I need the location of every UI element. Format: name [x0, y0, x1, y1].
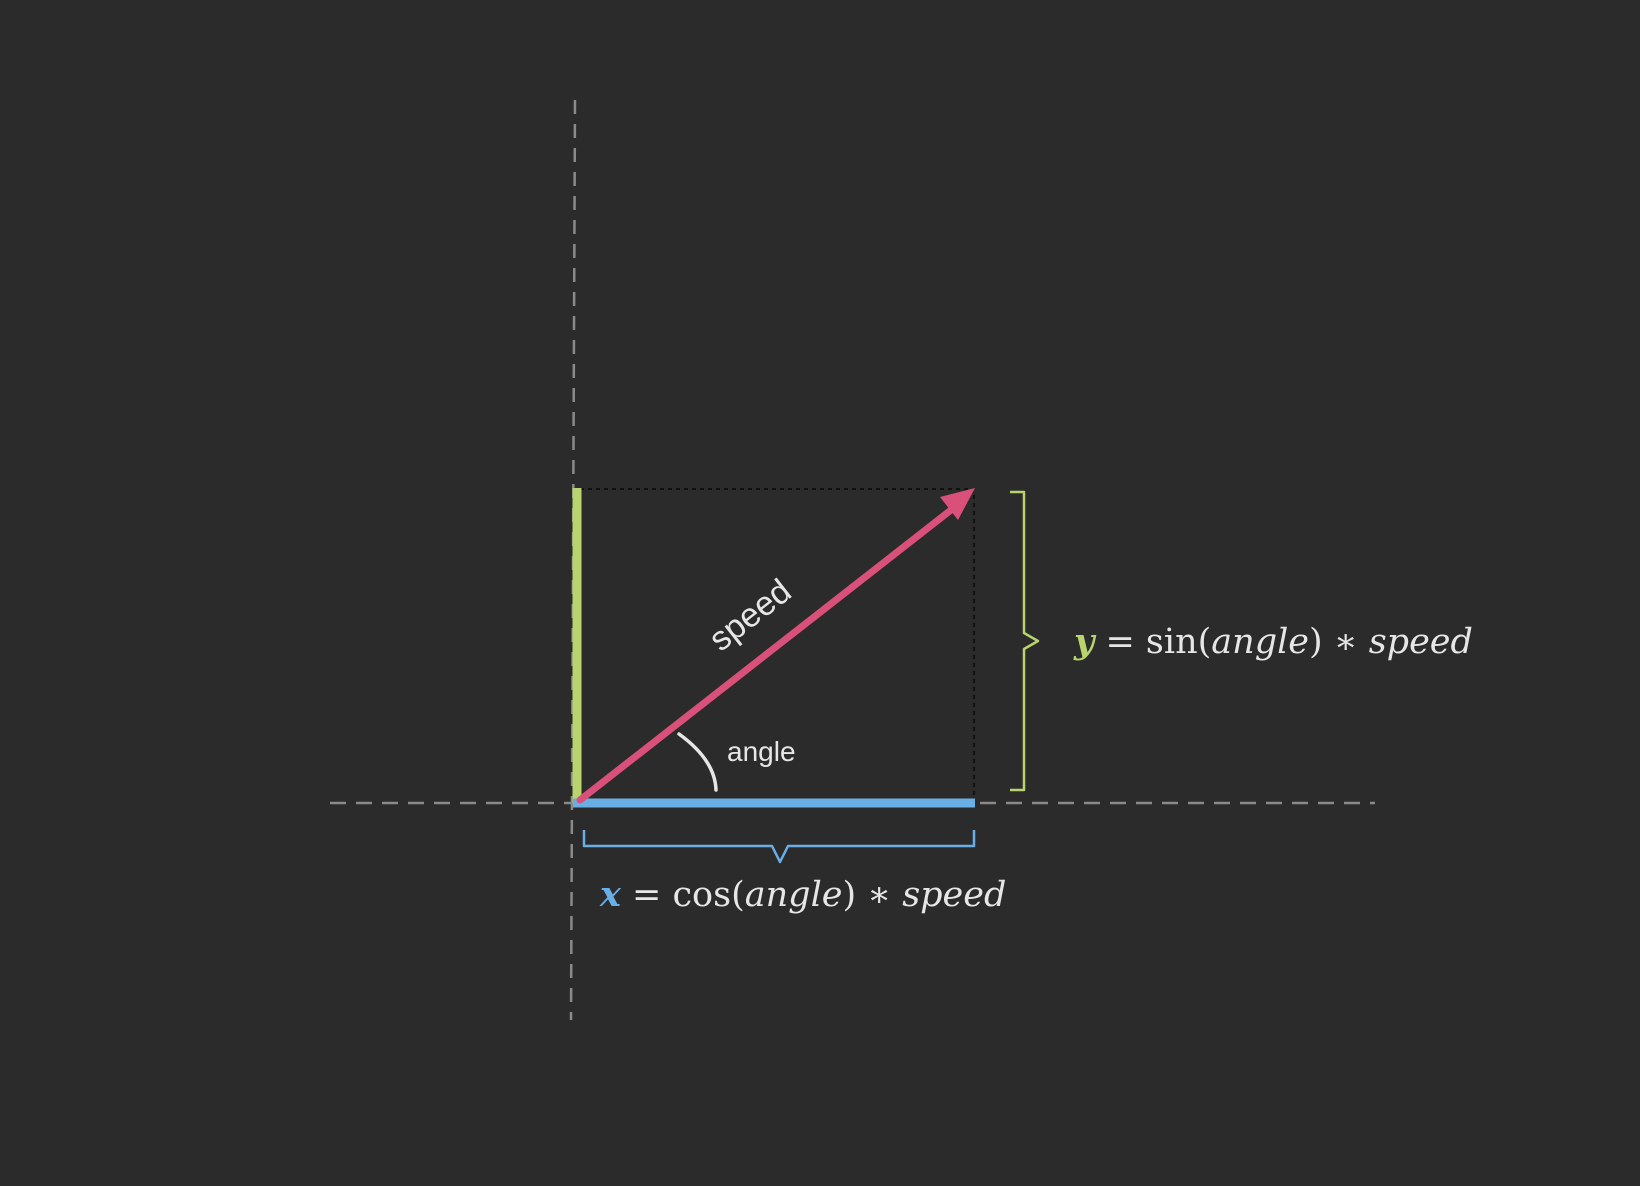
y-formula-func: sin(	[1146, 622, 1211, 662]
y-formula: y = sin(angle) ∗ speed	[1073, 621, 1473, 662]
x-brace	[582, 830, 976, 864]
y-formula-arg: angle	[1211, 622, 1309, 662]
speed-vector-arrowhead	[940, 488, 975, 520]
y-brace	[1010, 490, 1040, 792]
x-formula-eq: =	[621, 875, 673, 915]
y-formula-eq: =	[1094, 622, 1146, 662]
speed-vector	[576, 506, 955, 804]
angle-label: angle	[727, 736, 796, 767]
x-formula-var: x	[599, 874, 622, 915]
speed-label: speed	[702, 572, 798, 659]
x-formula-close: ) ∗	[842, 875, 902, 915]
x-formula-func: cos(	[672, 875, 744, 915]
x-formula-mult: speed	[902, 875, 1006, 915]
y-formula-var: y	[1073, 621, 1097, 662]
x-formula-arg: angle	[745, 875, 843, 915]
x-formula: x = cos(angle) ∗ speed	[599, 874, 1006, 915]
y-formula-mult: speed	[1369, 622, 1473, 662]
angle-arc	[677, 732, 718, 792]
y-formula-close: ) ∗	[1309, 622, 1369, 662]
